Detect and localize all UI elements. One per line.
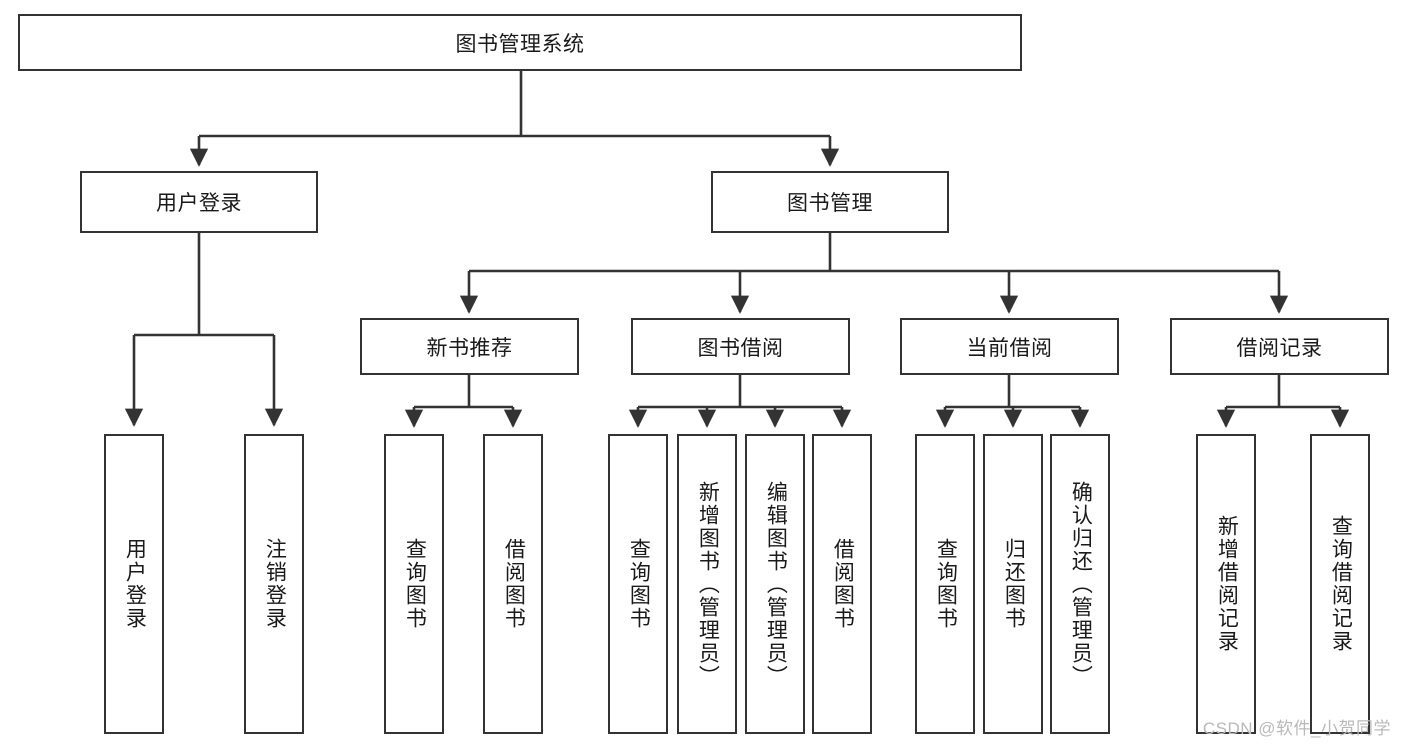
- node-user-login[interactable]: 用户登录: [80, 171, 318, 233]
- leaf-book-borrow-1[interactable]: 查询图书: [608, 434, 668, 734]
- leaf-user-login-2-label: 注销登录: [263, 538, 287, 630]
- leaf-new-book-1-label: 查询图书: [403, 538, 427, 630]
- leaf-new-book-2[interactable]: 借阅图书: [483, 434, 543, 734]
- leaf-borrow-record-2[interactable]: 查询借阅记录: [1310, 434, 1370, 734]
- leaf-current-borrow-2[interactable]: 归还图书: [983, 434, 1043, 734]
- leaf-book-borrow-2-label: 新增图书（管理员）: [696, 480, 720, 688]
- node-new-book-recommend-label: 新书推荐: [426, 336, 513, 360]
- leaf-current-borrow-1-label: 查询图书: [934, 538, 958, 630]
- leaf-book-borrow-4[interactable]: 借阅图书: [812, 434, 872, 734]
- leaf-new-book-1[interactable]: 查询图书: [384, 434, 444, 734]
- leaf-current-borrow-1[interactable]: 查询图书: [915, 434, 975, 734]
- node-book-manage-label: 图书管理: [787, 192, 873, 215]
- leaf-book-borrow-4-label: 借阅图书: [831, 538, 855, 630]
- leaf-user-login-1-label: 用户登录: [123, 538, 147, 630]
- node-user-login-label: 用户登录: [156, 192, 242, 215]
- node-current-borrow[interactable]: 当前借阅: [900, 318, 1119, 375]
- node-book-manage[interactable]: 图书管理: [711, 171, 949, 233]
- node-book-borrow[interactable]: 图书借阅: [631, 318, 850, 375]
- leaf-borrow-record-1-label: 新增借阅记录: [1215, 515, 1239, 653]
- leaf-book-borrow-1-label: 查询图书: [627, 538, 651, 630]
- leaf-user-login-2[interactable]: 注销登录: [244, 434, 304, 734]
- leaf-current-borrow-3[interactable]: 确认归还（管理员）: [1050, 434, 1110, 734]
- leaf-book-borrow-3[interactable]: 编辑图书（管理员）: [745, 434, 805, 734]
- node-root[interactable]: 图书管理系统: [18, 14, 1022, 71]
- leaf-borrow-record-2-label: 查询借阅记录: [1329, 515, 1353, 653]
- node-new-book-recommend[interactable]: 新书推荐: [360, 318, 579, 375]
- leaf-book-borrow-2[interactable]: 新增图书（管理员）: [677, 434, 737, 734]
- leaf-current-borrow-3-label: 确认归还（管理员）: [1069, 480, 1093, 688]
- node-current-borrow-label: 当前借阅: [966, 336, 1053, 360]
- node-borrow-record-label: 借阅记录: [1236, 336, 1323, 360]
- leaf-book-borrow-3-label: 编辑图书（管理员）: [764, 480, 788, 688]
- node-book-borrow-label: 图书借阅: [697, 336, 784, 360]
- node-root-label: 图书管理系统: [455, 32, 585, 56]
- leaf-borrow-record-1[interactable]: 新增借阅记录: [1196, 434, 1256, 734]
- leaf-current-borrow-2-label: 归还图书: [1002, 538, 1026, 630]
- leaf-new-book-2-label: 借阅图书: [502, 538, 526, 630]
- watermark: CSDN @软件_小贺同学: [1202, 719, 1391, 738]
- node-borrow-record[interactable]: 借阅记录: [1170, 318, 1389, 375]
- leaf-user-login-1[interactable]: 用户登录: [104, 434, 164, 734]
